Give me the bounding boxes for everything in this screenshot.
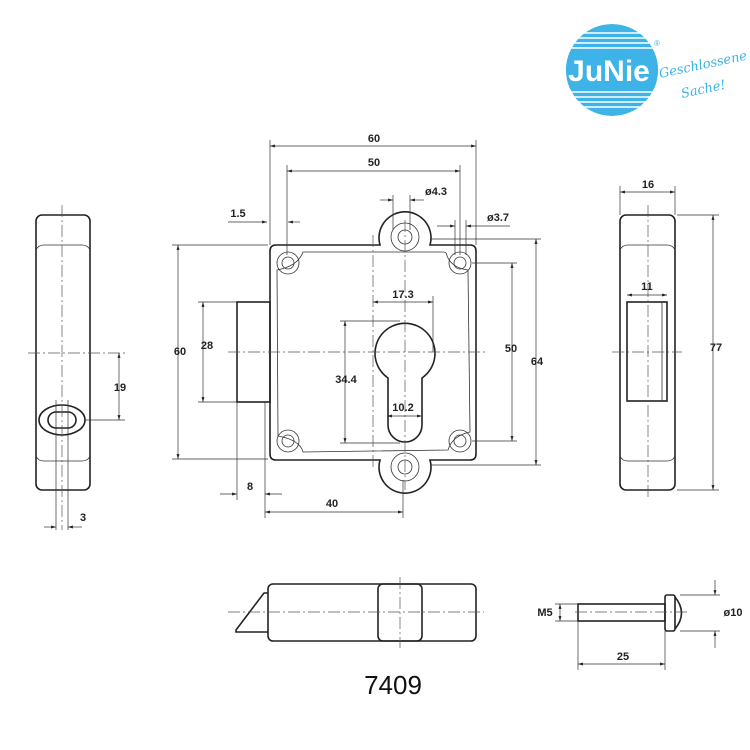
dim-height: 60 bbox=[174, 346, 186, 358]
left-side-view: 19 3 bbox=[28, 205, 126, 530]
dim-right-height: 77 bbox=[710, 342, 722, 354]
dim-left-offset: 19 bbox=[114, 382, 126, 394]
dim-slot-width: 10.2 bbox=[392, 402, 413, 414]
dim-key-height: 34.4 bbox=[335, 374, 357, 386]
dim-ear-hole: ø4.3 bbox=[425, 186, 447, 198]
dim-key-width: 17.3 bbox=[392, 289, 413, 301]
junie-logo: JuNie ® Geschlossene Sache! bbox=[566, 24, 749, 116]
dim-bolt-height: 28 bbox=[201, 340, 213, 352]
dim-ear-spacing: 64 bbox=[531, 356, 544, 368]
front-dimension-labels: 60 50 ø4.3 1.5 ø3.7 60 28 17.3 34.4 10.2… bbox=[174, 133, 544, 510]
dim-backset: 40 bbox=[326, 498, 338, 510]
dim-offset: 1.5 bbox=[230, 208, 245, 220]
screw-view: M5 ø10 25 bbox=[537, 580, 742, 670]
dim-front-width: 60 bbox=[368, 133, 380, 145]
front-dimension-lines bbox=[172, 140, 541, 518]
dim-hole-spacing-v: 50 bbox=[505, 343, 517, 355]
dim-screw-thread: M5 bbox=[537, 607, 552, 619]
dim-screw-length: 25 bbox=[617, 651, 629, 663]
dim-right-width: 16 bbox=[642, 179, 654, 191]
slogan-line2: Sache! bbox=[680, 78, 727, 102]
dim-left-slot: 3 bbox=[80, 512, 86, 524]
dim-corner-hole: ø3.7 bbox=[487, 212, 509, 224]
dim-right-window: 11 bbox=[641, 281, 653, 293]
slogan-line1: Geschlossene bbox=[658, 49, 749, 82]
brand-name: JuNie bbox=[568, 55, 650, 88]
dim-hole-spacing-h: 50 bbox=[368, 157, 380, 169]
dim-screw-head: ø10 bbox=[724, 607, 743, 619]
right-side-view: 16 11 77 bbox=[612, 179, 722, 500]
registered-mark: ® bbox=[654, 39, 660, 48]
part-number: 7409 bbox=[364, 670, 422, 700]
front-view bbox=[228, 211, 488, 494]
bolt-view bbox=[228, 577, 484, 648]
dim-bolt-depth: 8 bbox=[247, 481, 253, 493]
